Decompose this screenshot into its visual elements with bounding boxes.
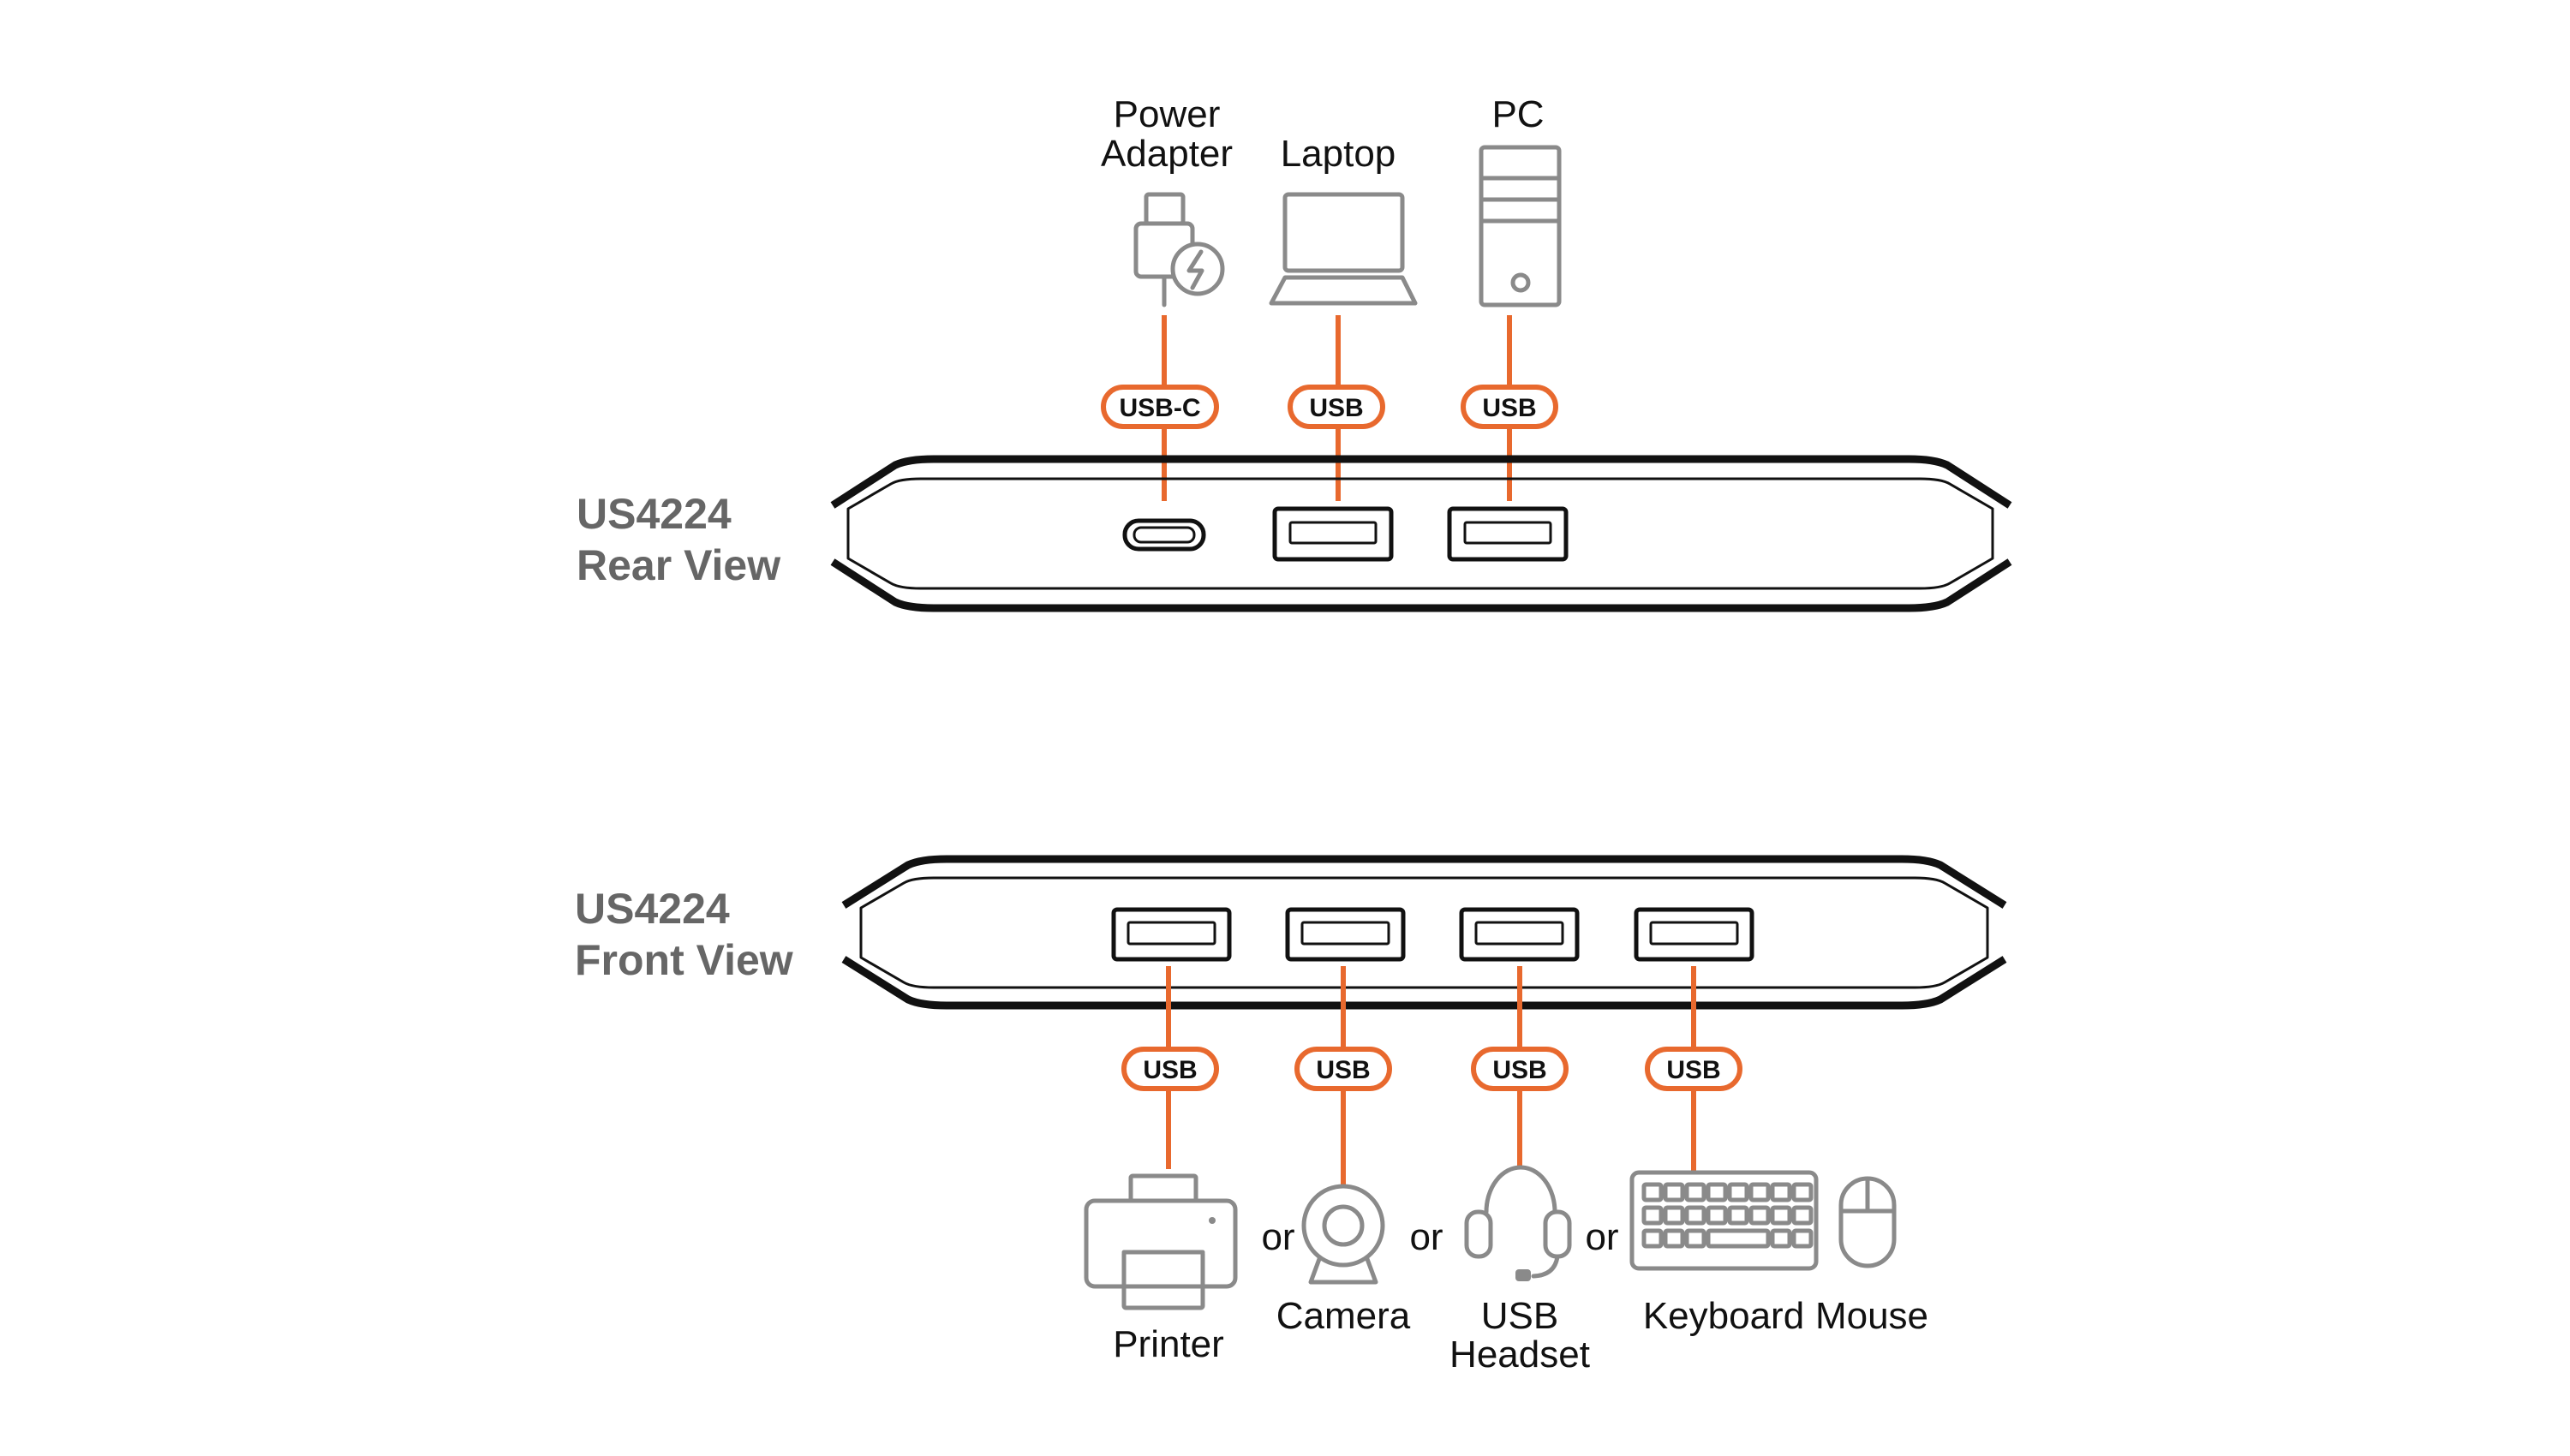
front-view-section: US4224 Front View [575,855,2007,1375]
front-usb-port-1 [1111,907,1232,962]
keyboard-key [1791,1228,1814,1249]
headset-label-line2: Headset [1449,1334,1590,1375]
front-usb-port-4 [1634,907,1754,962]
front-connector-label: USB [1143,1056,1197,1084]
front-connector-pill-4: USB [1645,1047,1742,1091]
keyboard-spacebar [1706,1228,1771,1249]
keyboard-key [1641,1182,1664,1202]
front-connector-label: USB [1666,1056,1720,1084]
mouse-icon [1838,1176,1897,1268]
keyboard-key [1791,1182,1814,1202]
rear-connector-pill-usbc: USB-C [1101,385,1219,429]
front-view-title-model: US4224 [575,885,730,933]
front-usb-port-3 [1459,907,1580,962]
power-adapter-label-line1: Power [1114,93,1221,135]
power-adapter-label-line2: Adapter [1101,133,1233,175]
rear-usb-port-laptop [1272,506,1394,562]
rear-hub-body [830,455,2012,612]
pc-icon [1479,145,1562,307]
rear-view-title-label: Rear View [577,541,780,589]
keyboard-key [1663,1205,1685,1226]
keyboard-key [1641,1205,1664,1226]
rear-view-title-model: US4224 [577,490,732,538]
front-connector-pill-2: USB [1294,1047,1392,1091]
rear-usb-port-pc [1447,506,1569,562]
rear-connector-pill-pc: USB [1461,385,1558,429]
keyboard-key [1727,1205,1749,1226]
power-adapter-icon [1133,192,1225,307]
rear-usbc-port [1122,518,1206,552]
headset-icon [1464,1165,1572,1281]
front-connector-pill-3: USB [1471,1047,1569,1091]
front-usb-port-2 [1285,907,1406,962]
pc-label: PC [1491,93,1544,135]
camera-label: Camera [1276,1295,1411,1337]
rear-connector-label: USB [1309,394,1363,422]
keyboard-key [1706,1182,1728,1202]
keyboard-key [1770,1228,1792,1249]
or-separator: or [1261,1216,1294,1258]
laptop-icon [1269,192,1418,306]
keyboard-key [1663,1228,1685,1249]
front-hub-body [841,855,2007,1010]
keyboard-key [1684,1182,1706,1202]
keyboard-key [1770,1205,1792,1226]
printer-icon [1084,1173,1238,1310]
keyboard-icon [1629,1170,1819,1271]
rear-view-section: US4224 Rear View Power Adapter Laptop PC [577,93,2012,612]
mouse-label: Mouse [1815,1295,1928,1337]
keyboard-key [1684,1228,1706,1249]
keyboard-key [1641,1228,1664,1249]
front-connector-label: USB [1316,1056,1370,1084]
printer-label: Printer [1113,1323,1224,1365]
keyboard-label: Keyboard [1643,1295,1804,1337]
headset-label-line1: USB [1481,1295,1558,1337]
front-connector-pill-1: USB [1121,1047,1219,1091]
keyboard-key [1748,1182,1771,1202]
or-separator: or [1585,1216,1618,1258]
keyboard-key [1684,1205,1706,1226]
front-connector-label: USB [1492,1056,1546,1084]
rear-connector-label: USB-C [1120,394,1201,422]
keyboard-key [1727,1182,1749,1202]
or-separator: or [1409,1216,1443,1258]
keyboard-key [1791,1205,1814,1226]
laptop-label: Laptop [1281,133,1396,175]
keyboard-key [1663,1182,1685,1202]
camera-icon [1301,1184,1385,1285]
front-view-title-label: Front View [575,936,793,984]
keyboard-key [1748,1205,1771,1226]
keyboard-keys [1641,1182,1814,1249]
rear-connector-label: USB [1482,394,1536,422]
rear-connector-pill-laptop: USB [1288,385,1385,429]
keyboard-key [1770,1182,1792,1202]
keyboard-key [1706,1205,1728,1226]
